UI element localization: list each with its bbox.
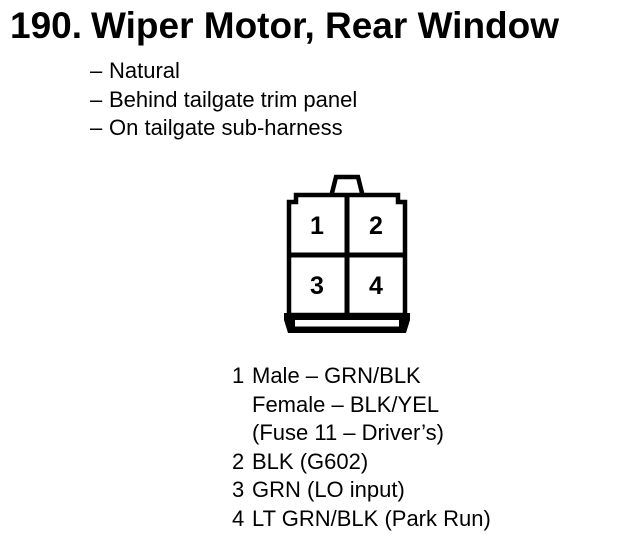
pin-legend: 1 Male – GRN/BLK Female – BLK/YEL (Fuse …	[232, 362, 491, 533]
legend-line: LT GRN/BLK (Park Run)	[252, 505, 491, 531]
pin-number: 2	[369, 212, 383, 240]
legend-line: BLK (G602)	[252, 448, 369, 474]
note-text: Natural	[109, 58, 180, 83]
legend-pin-number: 3	[232, 477, 245, 502]
legend-pin-number: 4	[232, 505, 245, 531]
note-item: – On tailgate sub-harness	[90, 114, 357, 143]
legend-lines: LT GRN/BLK (Park Run)	[252, 505, 491, 534]
connector-base-slot	[295, 320, 399, 327]
legend-lines: BLK (G602)	[252, 448, 368, 477]
pin-number: 1	[310, 212, 324, 240]
bullet-dash: –	[90, 86, 103, 112]
section-title: Wiper Motor, Rear Window	[91, 5, 560, 46]
legend-row: 1 Male – GRN/BLK Female – BLK/YEL (Fuse …	[232, 362, 491, 448]
legend-pin-number: 2	[232, 448, 245, 474]
bullet-dash: –	[90, 115, 103, 141]
pin-number: 3	[310, 272, 324, 300]
connector-diagram: 1 2 3 4	[260, 170, 430, 340]
legend-row: 2 BLK (G602)	[232, 448, 491, 477]
note-item: – Natural	[90, 57, 357, 86]
bullet-dash: –	[90, 58, 103, 83]
page-title: 190.Wiper Motor, Rear Window	[10, 5, 559, 47]
note-text: Behind tailgate trim panel	[109, 86, 358, 112]
legend-line: Female – BLK/YEL	[252, 391, 440, 417]
note-item: – Behind tailgate trim panel	[90, 86, 357, 115]
legend-row: 3 GRN (LO input)	[232, 476, 491, 505]
legend-line: Male – GRN/BLK	[252, 363, 421, 388]
legend-lines: Male – GRN/BLK Female – BLK/YEL (Fuse 11…	[252, 362, 444, 448]
legend-row: 4 LT GRN/BLK (Park Run)	[232, 505, 491, 534]
legend-lines: GRN (LO input)	[252, 476, 405, 505]
connector-svg: 1 2 3 4	[284, 174, 410, 333]
legend-line: (Fuse 11 – Driver’s)	[252, 420, 444, 445]
section-number: 190.	[10, 5, 83, 46]
note-text: On tailgate sub-harness	[109, 115, 343, 141]
legend-pin-number: 1	[232, 363, 245, 388]
notes-list: – Natural – Behind tailgate trim panel –…	[90, 57, 357, 143]
pin-number: 4	[369, 272, 383, 300]
legend-line: GRN (LO input)	[252, 477, 405, 502]
